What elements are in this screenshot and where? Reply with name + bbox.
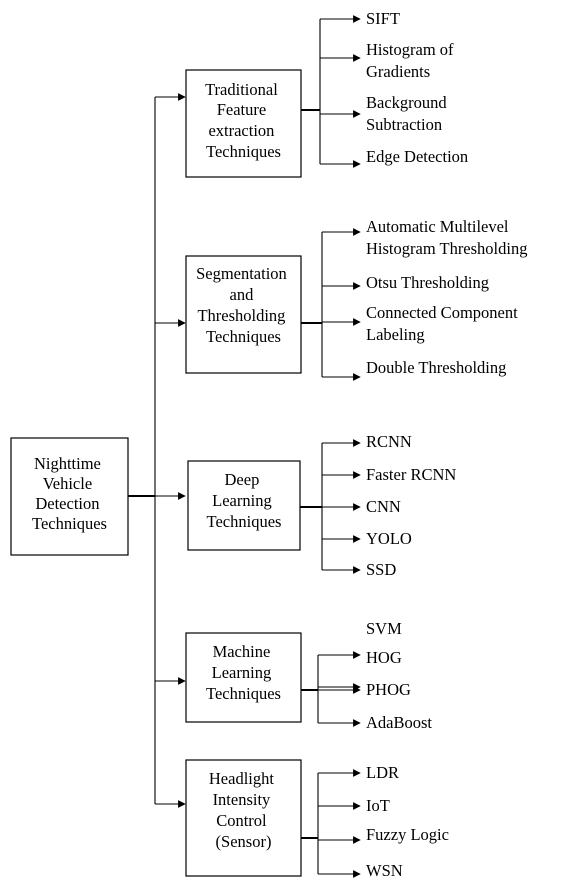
item-label-fuzzy-logic: Fuzzy Logic bbox=[366, 825, 449, 844]
item-label-adaboost: AdaBoost bbox=[366, 713, 432, 732]
item-label-automatic-multilevel: Automatic Multilevel Histogram Threshold… bbox=[366, 217, 527, 258]
category-label-segmentation: Segmentation and Thresholding Techniques bbox=[196, 264, 291, 346]
root-label: Nighttime Vehicle Detection Techniques bbox=[32, 454, 107, 533]
item-label-edge-detection: Edge Detection bbox=[366, 147, 468, 166]
item-label-sift: SIFT bbox=[366, 9, 400, 28]
item-label-wsn: WSN bbox=[366, 861, 403, 880]
category-box-machine-learning bbox=[185, 632, 302, 723]
category-label-traditional: Traditional Feature extraction Technique… bbox=[205, 80, 282, 161]
item-label-otsu-thresholding: Otsu Thresholding bbox=[366, 273, 489, 292]
item-label-double-thresholding: Double Thresholding bbox=[366, 358, 506, 377]
item-label-histogram-of-gradients: Histogram of Gradients bbox=[366, 40, 458, 81]
item-label-cnn: CNN bbox=[366, 497, 401, 516]
item-label-ssd: SSD bbox=[366, 560, 396, 579]
root-box bbox=[10, 437, 129, 556]
category-label-deep-learning: Deep Learning Techniques bbox=[207, 470, 282, 531]
category-label-machine-learning: Machine Learning Techniques bbox=[206, 642, 281, 703]
item-label-rcnn: RCNN bbox=[366, 432, 412, 451]
category-box-traditional bbox=[185, 69, 302, 178]
category-box-headlight bbox=[185, 759, 302, 877]
item-label-iot: IoT bbox=[366, 796, 390, 815]
item-label-ldr: LDR bbox=[366, 763, 399, 782]
category-label-headlight: Headlight Intensity Control (Sensor) bbox=[209, 769, 278, 851]
item-label-hog: HOG bbox=[366, 648, 402, 667]
item-label-svm: SVM bbox=[366, 619, 402, 638]
item-label-yolo: YOLO bbox=[366, 529, 412, 548]
item-label-connected-component: Connected Component Labeling bbox=[366, 303, 522, 344]
item-label-phog: PHOG bbox=[366, 680, 411, 699]
category-box-segmentation bbox=[185, 255, 302, 374]
item-label-faster-rcnn: Faster RCNN bbox=[366, 465, 456, 484]
category-box-deep-learning bbox=[187, 460, 301, 551]
item-label-background-subtraction: Background Subtraction bbox=[366, 93, 451, 134]
